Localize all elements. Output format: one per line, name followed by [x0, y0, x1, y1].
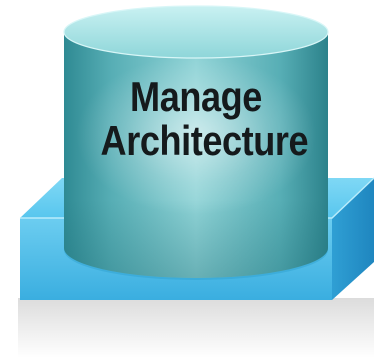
cylinder-top-rim — [63, 5, 329, 59]
label-line-1: Manage — [130, 73, 262, 120]
cylinder-label: Manage Architecture — [85, 73, 309, 164]
cylinder-top — [64, 6, 328, 58]
floor-shadow — [18, 298, 374, 358]
cylinder-glow — [76, 55, 316, 215]
cylinder-bottom-shade — [64, 200, 328, 278]
label-line-2: Architecture — [100, 117, 309, 164]
